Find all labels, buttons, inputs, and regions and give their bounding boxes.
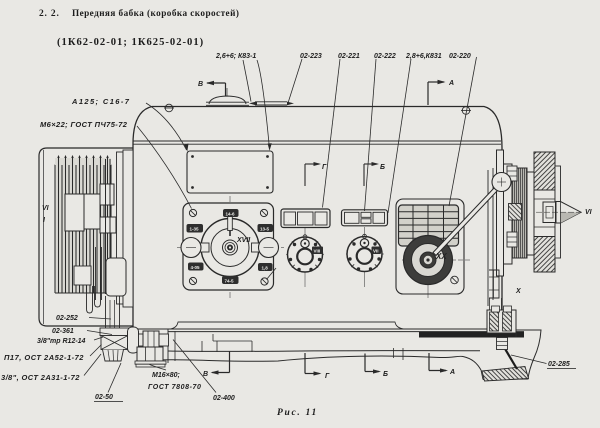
svg-text:VI: VI bbox=[585, 209, 593, 216]
svg-text:02-252: 02-252 bbox=[56, 315, 78, 322]
svg-text:74-5: 74-5 bbox=[225, 279, 235, 284]
svg-text:VIII: VIII bbox=[314, 249, 321, 254]
svg-text:В: В bbox=[198, 81, 203, 88]
svg-text:3/8", ОСТ 2А31-1-72: 3/8", ОСТ 2А31-1-72 bbox=[1, 373, 80, 382]
svg-text:XVII: XVII bbox=[236, 237, 251, 244]
svg-text:Б: Б bbox=[383, 371, 388, 378]
svg-text:14-6: 14-6 bbox=[226, 212, 236, 217]
svg-text:4-05: 4-05 bbox=[191, 265, 201, 270]
svg-text:2,8+6,К831: 2,8+6,К831 bbox=[405, 53, 442, 60]
svg-text:Г: Г bbox=[322, 164, 327, 171]
svg-text:02-220: 02-220 bbox=[449, 53, 471, 60]
svg-text:Б: Б bbox=[380, 164, 385, 171]
svg-text:2,6+6; К83-1: 2,6+6; К83-1 bbox=[215, 53, 256, 60]
svg-text:I: I bbox=[43, 217, 46, 224]
svg-text:VI: VI bbox=[42, 205, 50, 212]
svg-text:А125; С16-7: А125; С16-7 bbox=[71, 97, 130, 106]
svg-text:02-361: 02-361 bbox=[52, 328, 74, 335]
svg-text:3/8"тр R12-14: 3/8"тр R12-14 bbox=[37, 338, 86, 345]
svg-text:02-50: 02-50 bbox=[95, 394, 113, 401]
svg-text:02-221: 02-221 bbox=[338, 53, 360, 60]
svg-text:2. 2.: 2. 2. bbox=[39, 9, 60, 19]
svg-text:Рис. 11: Рис. 11 bbox=[277, 408, 318, 418]
svg-text:Передняя бабка (коробка скорос: Передняя бабка (коробка скоростей) bbox=[72, 8, 239, 18]
svg-text:X: X bbox=[515, 288, 522, 295]
svg-text:1-35: 1-35 bbox=[190, 227, 200, 232]
svg-text:13-5: 13-5 bbox=[260, 227, 270, 232]
svg-text:02-222: 02-222 bbox=[374, 53, 396, 60]
svg-text:В: В bbox=[203, 371, 208, 378]
svg-text:02-223: 02-223 bbox=[300, 53, 322, 60]
svg-text:П17, ОСТ 2А52-1-72: П17, ОСТ 2А52-1-72 bbox=[4, 353, 84, 362]
svg-text:ГОСТ 7808-70: ГОСТ 7808-70 bbox=[148, 384, 202, 391]
svg-text:XX: XX bbox=[435, 252, 447, 261]
svg-text:М16×80;: М16×80; bbox=[152, 372, 180, 379]
svg-text:А: А bbox=[448, 80, 454, 87]
svg-text:1,8: 1,8 bbox=[262, 266, 269, 271]
svg-text:02-285: 02-285 bbox=[548, 361, 570, 368]
svg-text:VII: VII bbox=[373, 249, 379, 254]
svg-text:02-400: 02-400 bbox=[213, 395, 235, 402]
svg-text:М6×22; ГОСТ ПЧ75-72: М6×22; ГОСТ ПЧ75-72 bbox=[40, 120, 128, 129]
svg-text:Г: Г bbox=[325, 373, 330, 380]
svg-text:А: А bbox=[449, 369, 455, 376]
svg-text:(1К62-02-01; 1К625-02-01): (1К62-02-01; 1К625-02-01) bbox=[57, 37, 204, 48]
